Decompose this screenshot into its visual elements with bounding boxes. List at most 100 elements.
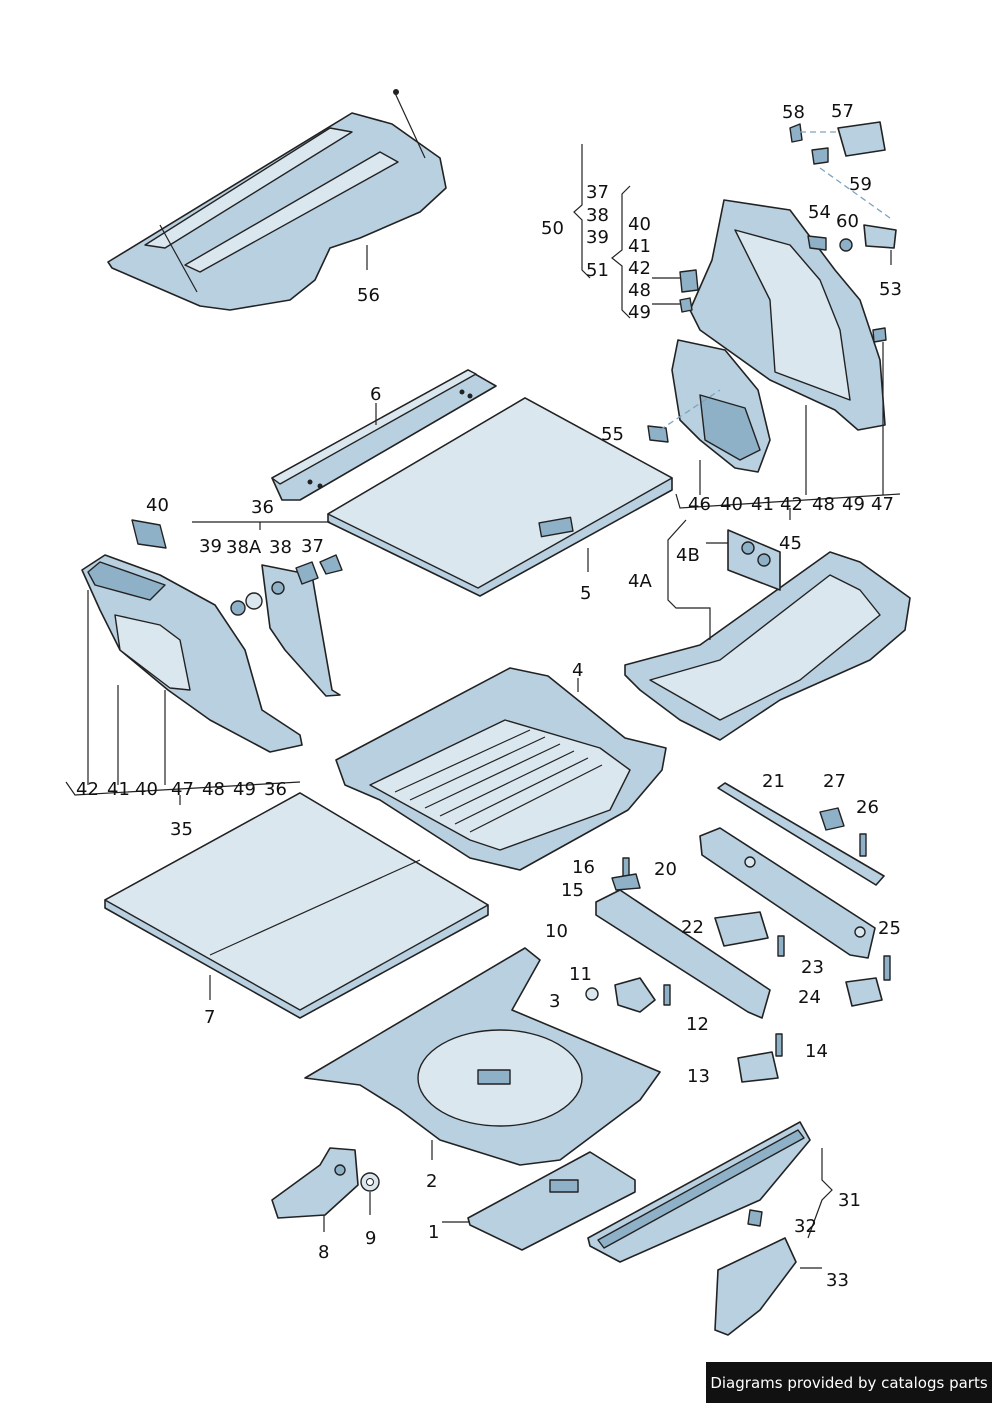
callout-12: 12 bbox=[686, 1014, 709, 1035]
callout-36: 36 bbox=[251, 497, 274, 518]
footer-credit: Diagrams provided by catalogs parts bbox=[706, 1362, 992, 1403]
callout-8: 8 bbox=[318, 1242, 330, 1263]
callout-15: 15 bbox=[561, 880, 584, 901]
callout-26: 26 bbox=[856, 797, 879, 818]
callout-row2-5: 49 bbox=[233, 779, 256, 800]
callout-35: 35 bbox=[170, 819, 193, 840]
callout-48: 48 bbox=[628, 280, 651, 301]
callout-5: 5 bbox=[580, 583, 592, 604]
callout-37: 37 bbox=[586, 182, 609, 203]
callout-40-left: 40 bbox=[146, 495, 169, 516]
callout-37-left: 37 bbox=[301, 536, 324, 557]
part-6-rail bbox=[271, 369, 497, 501]
callout-54: 54 bbox=[808, 202, 831, 223]
callout-39: 39 bbox=[586, 227, 609, 248]
part-3-plug bbox=[585, 987, 599, 1001]
callout-4: 4 bbox=[572, 660, 584, 681]
part-2-trunk-floor bbox=[304, 947, 661, 1166]
part-36-side-panel bbox=[261, 564, 341, 697]
part-55-plug bbox=[647, 389, 721, 443]
callout-38-left: 38 bbox=[269, 537, 292, 558]
callout-7: 7 bbox=[204, 1007, 216, 1028]
callout-45: 45 bbox=[779, 533, 802, 554]
part-7-floor-board bbox=[104, 792, 489, 1019]
part-9-ring bbox=[360, 1172, 380, 1215]
callout-row1-0: 46 bbox=[688, 494, 711, 515]
leader-lines bbox=[65, 144, 901, 1269]
callout-10: 10 bbox=[545, 921, 568, 942]
callout-55: 55 bbox=[601, 424, 624, 445]
callout-42: 42 bbox=[628, 258, 651, 279]
callout-23: 23 bbox=[801, 957, 824, 978]
callout-14: 14 bbox=[805, 1041, 828, 1062]
callout-58: 58 bbox=[782, 102, 805, 123]
part-53-clip bbox=[807, 224, 897, 265]
part-37-39-fasteners bbox=[131, 519, 343, 616]
callout-4B: 4B bbox=[676, 545, 700, 566]
callout-row2-4: 48 bbox=[202, 779, 225, 800]
callout-41: 41 bbox=[628, 236, 651, 257]
callout-59: 59 bbox=[849, 174, 872, 195]
callout-row2-1: 41 bbox=[107, 779, 130, 800]
callout-49: 49 bbox=[628, 302, 651, 323]
part-4-trunk-tray bbox=[335, 667, 667, 871]
callout-27: 27 bbox=[823, 771, 846, 792]
callout-53: 53 bbox=[879, 279, 902, 300]
callout-13: 13 bbox=[687, 1066, 710, 1087]
callout-32: 32 bbox=[794, 1216, 817, 1237]
part-1-plate bbox=[442, 1151, 636, 1251]
part-4A-storage-tub bbox=[624, 551, 911, 741]
part-56-luggage-cover bbox=[107, 89, 447, 311]
callout-39-left: 39 bbox=[199, 536, 222, 557]
callout-24: 24 bbox=[798, 987, 821, 1008]
part-57-bracket bbox=[789, 121, 891, 219]
callout-25: 25 bbox=[878, 918, 901, 939]
callout-row1-5: 49 bbox=[842, 494, 865, 515]
part-32-clip bbox=[747, 1209, 763, 1227]
part-33-bracket bbox=[714, 1237, 797, 1336]
callout-9: 9 bbox=[365, 1228, 377, 1249]
callout-3: 3 bbox=[549, 991, 561, 1012]
callout-16: 16 bbox=[572, 857, 595, 878]
callout-11: 11 bbox=[569, 964, 592, 985]
callout-57: 57 bbox=[831, 101, 854, 122]
part-8-block bbox=[271, 1147, 359, 1232]
part-35-left-trim bbox=[81, 554, 303, 785]
callout-20: 20 bbox=[654, 859, 677, 880]
part-45-pad bbox=[706, 529, 781, 591]
callout-6: 6 bbox=[370, 384, 382, 405]
callout-row2-0: 42 bbox=[76, 779, 99, 800]
callout-60: 60 bbox=[836, 211, 859, 232]
callout-21: 21 bbox=[762, 771, 785, 792]
callout-31: 31 bbox=[838, 1190, 861, 1211]
callout-1: 1 bbox=[428, 1222, 440, 1243]
callout-4A: 4A bbox=[628, 571, 652, 592]
part-31-sill-trim bbox=[587, 1121, 811, 1263]
callout-38: 38 bbox=[586, 205, 609, 226]
footer-credit-text: Diagrams provided by catalogs parts bbox=[710, 1373, 988, 1392]
callout-38A: 38A bbox=[226, 537, 262, 558]
callout-row1-3: 42 bbox=[780, 494, 803, 515]
callout-22: 22 bbox=[681, 917, 704, 938]
callout-row1-6: 47 bbox=[871, 494, 894, 515]
callout-row1-4: 48 bbox=[812, 494, 835, 515]
callout-2: 2 bbox=[426, 1171, 438, 1192]
callout-40: 40 bbox=[628, 214, 651, 235]
part-46-right-trim bbox=[671, 199, 886, 495]
callout-row2-3: 47 bbox=[171, 779, 194, 800]
callout-56: 56 bbox=[357, 285, 380, 306]
bolts-group bbox=[622, 833, 891, 1057]
part-42-49-small-clips bbox=[679, 269, 887, 343]
callout-row2-6: 36 bbox=[264, 779, 287, 800]
callout-row1-1: 40 bbox=[720, 494, 743, 515]
part-21-strip bbox=[717, 782, 885, 886]
callout-51: 51 bbox=[586, 260, 609, 281]
callout-row2-2: 40 bbox=[135, 779, 158, 800]
callout-row1-2: 41 bbox=[751, 494, 774, 515]
part-20-rail bbox=[699, 827, 876, 959]
part-27-cap bbox=[819, 807, 845, 831]
callout-33: 33 bbox=[826, 1270, 849, 1291]
callout-50: 50 bbox=[541, 218, 564, 239]
